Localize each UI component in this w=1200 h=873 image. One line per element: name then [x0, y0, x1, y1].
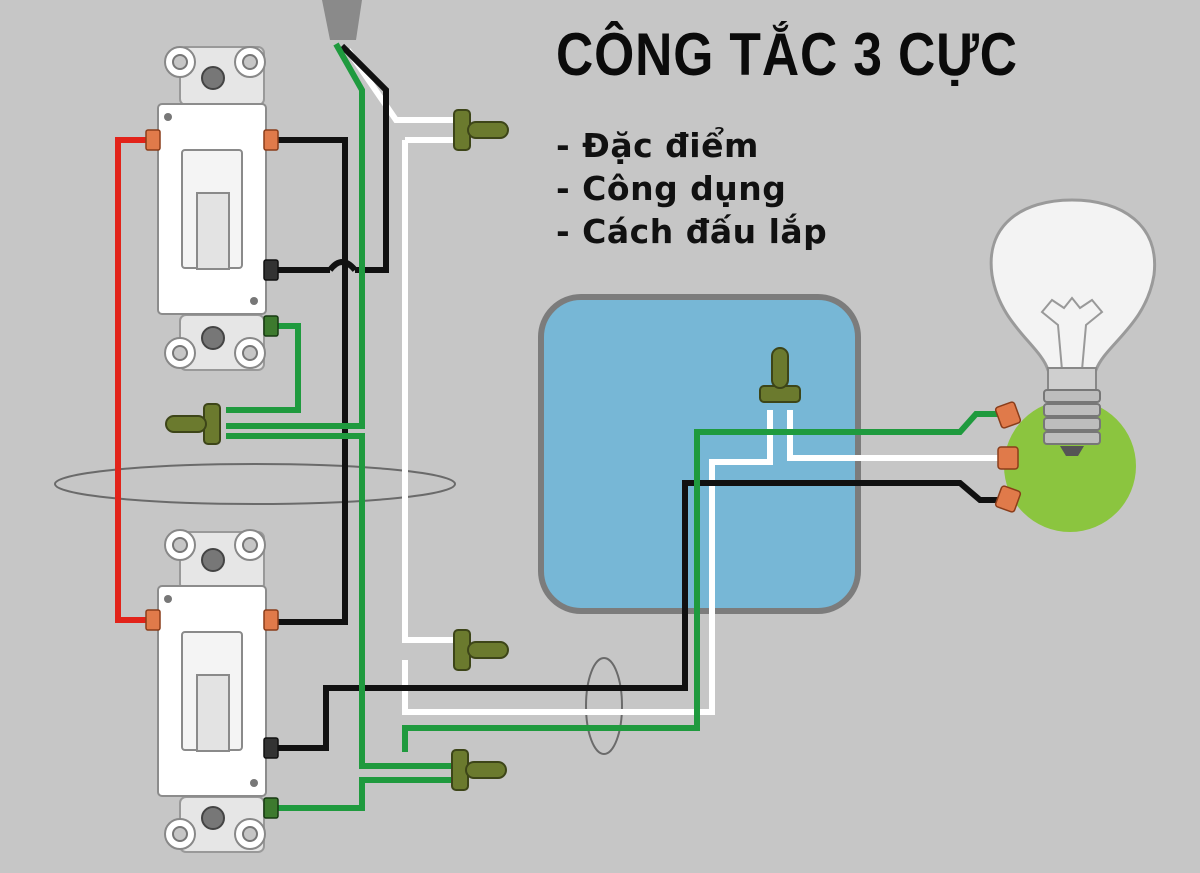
wire-nut-ground-left	[165, 403, 221, 445]
topic-list: - Đặc điểm - Công dụng - Cách đấu lắp	[556, 124, 827, 253]
incoming-cable	[322, 0, 362, 40]
light-bulb	[989, 198, 1157, 456]
wire-nut-neutral-top	[453, 109, 509, 151]
neutral-wires	[345, 48, 1000, 715]
topic-item-features: - Đặc điểm	[556, 126, 759, 165]
lamp-terminals	[994, 401, 1022, 513]
wire-nut-neutral-bottom	[453, 629, 509, 671]
wire-nut-junction	[759, 347, 801, 403]
topic-item-wiring: - Cách đấu lắp	[556, 212, 828, 251]
cable-bundle-ellipse	[54, 463, 456, 505]
lamp-socket	[1004, 400, 1136, 532]
hot-wires	[272, 43, 1000, 751]
ground-wires	[226, 42, 1000, 811]
diagram-title: CÔNG TẮC 3 CỰC	[556, 21, 1018, 88]
wire-nut-ground-bottom	[451, 749, 507, 791]
switch-bottom	[145, 529, 279, 853]
switch-top	[145, 46, 279, 371]
topic-item-uses: - Công dụng	[556, 169, 787, 208]
traveler-wire	[115, 137, 152, 623]
cable-bundle-ellipse-2	[585, 657, 623, 755]
